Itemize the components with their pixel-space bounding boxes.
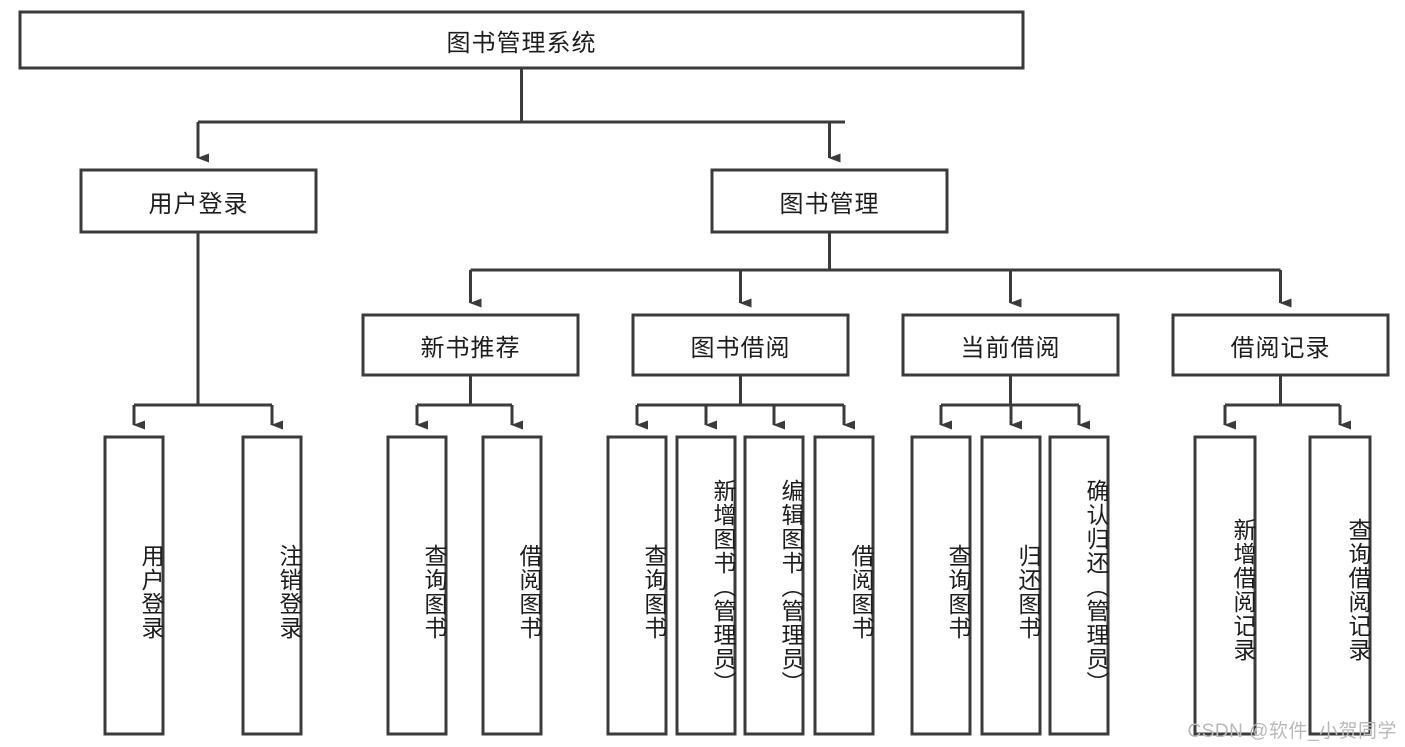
node-box-borrow-record[interactable] — [1171, 313, 1390, 377]
leaf-box-query-book-2[interactable] — [606, 435, 668, 736]
csdn-watermark: CSDN @软件_小贺同学 — [1187, 721, 1397, 742]
node-box-current-borrow[interactable] — [901, 313, 1120, 377]
connector-root-to-level1 — [196, 68, 845, 163]
leaf-box-add-book[interactable] — [675, 435, 737, 736]
leaf-box-logout-login[interactable] — [241, 435, 303, 736]
node-box-book-manage[interactable] — [710, 168, 949, 234]
connector-bookmanage-to-level2 — [469, 232, 1292, 308]
leaf-box-return-book[interactable] — [980, 435, 1042, 736]
connector-newbook-to-leaves — [415, 375, 523, 430]
leaf-box-borrow-book-2[interactable] — [813, 435, 875, 736]
node-box-user-login[interactable] — [79, 168, 318, 234]
connector-bookborrow-to-leaves — [635, 375, 855, 430]
leaf-box-query-book-1[interactable] — [386, 435, 448, 736]
leaf-box-edit-book[interactable] — [743, 435, 805, 736]
leaf-box-query-record[interactable] — [1308, 435, 1372, 736]
connector-userlogin-to-leaves — [132, 232, 283, 430]
node-box-title[interactable] — [18, 10, 1025, 70]
node-box-book-borrow[interactable] — [631, 313, 850, 377]
leaf-box-confirm-return[interactable] — [1048, 435, 1110, 736]
connector-currentborrow-to-leaves — [939, 375, 1090, 430]
leaf-box-add-record[interactable] — [1193, 435, 1257, 736]
node-box-new-book-recommend[interactable] — [361, 313, 580, 377]
leaf-box-user-login[interactable] — [103, 435, 165, 736]
leaf-box-query-book-3[interactable] — [910, 435, 972, 736]
connector-borrowrecord-to-leaves — [1223, 375, 1351, 430]
leaf-box-borrow-book-1[interactable] — [481, 435, 543, 736]
